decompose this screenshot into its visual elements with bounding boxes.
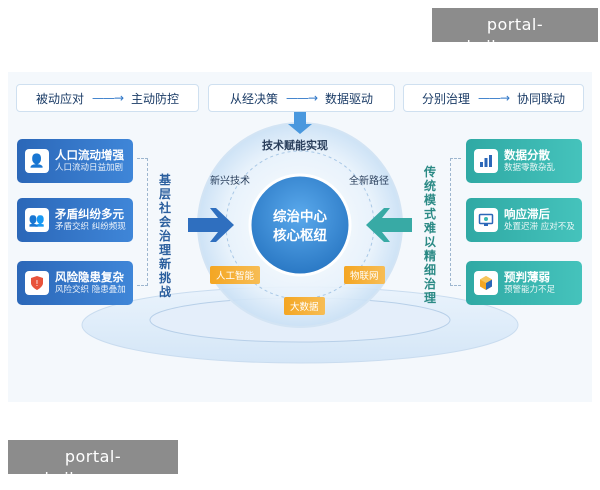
arrow-right-icon: ——→ bbox=[285, 91, 318, 105]
top-bar-2-to: 数据驱动 bbox=[325, 91, 374, 106]
svg-text:!: ! bbox=[35, 279, 38, 288]
person-icon: 👤 bbox=[25, 149, 49, 173]
tag-big-data: 大数据 bbox=[284, 297, 325, 315]
left-card-disputes: 👥 矛盾纠纷多元 矛盾交织 纠纷频现 bbox=[17, 198, 133, 242]
card-title: 人口流动增强 bbox=[55, 148, 124, 162]
card-subtitle: 数据零散杂乱 bbox=[504, 163, 556, 173]
card-subtitle: 处置迟滞 应对不及 bbox=[504, 222, 575, 232]
right-card-data: 数据分散 数据零散杂乱 bbox=[466, 139, 582, 183]
card-subtitle: 矛盾交织 纠纷频现 bbox=[55, 222, 126, 232]
label-new-path: 全新路径 bbox=[349, 176, 389, 187]
center-title: 综治中心 核心枢纽 bbox=[253, 208, 347, 246]
arrow-left-icon bbox=[366, 208, 412, 242]
top-bar-1: 被动应对 ——→ 主动防控 bbox=[16, 84, 199, 112]
bracket-left bbox=[137, 158, 148, 286]
bracket-right bbox=[450, 158, 461, 286]
top-bar-3: 分别治理 ——→ 协同联动 bbox=[403, 84, 584, 112]
card-title: 矛盾纠纷多元 bbox=[55, 207, 124, 221]
card-subtitle: 人口流动日益加剧 bbox=[55, 163, 124, 173]
top-bar-1-to: 主动防控 bbox=[131, 91, 180, 106]
tag-ai: 人工智能 bbox=[210, 266, 261, 284]
people-icon: 👥 bbox=[25, 208, 49, 232]
top-bar-2: 从经决策 ——→ 数据驱动 bbox=[208, 84, 395, 112]
card-title: 响应滞后 bbox=[504, 207, 550, 221]
card-subtitle: 风险交织 隐患叠加 bbox=[55, 285, 126, 295]
arrow-right-icon: ——→ bbox=[477, 91, 510, 105]
left-card-population: 👤 人口流动增强 人口流动日益加剧 bbox=[17, 139, 133, 183]
right-card-prediction: 预判薄弱 预警能力不足 bbox=[466, 261, 582, 305]
vertical-text-right: 传统模式难以精细治理 bbox=[423, 165, 436, 305]
top-bar-2-from: 从经决策 bbox=[229, 91, 278, 106]
arrow-right-icon bbox=[188, 208, 234, 242]
center-title-line2: 核心枢纽 bbox=[273, 228, 327, 244]
tag-iot: 物联网 bbox=[344, 266, 385, 284]
shield-icon: ! bbox=[25, 271, 49, 295]
card-title: 风险隐患复杂 bbox=[55, 270, 124, 284]
arrow-right-icon: ——→ bbox=[91, 91, 124, 105]
vertical-text-left: 基层社会治理新挑战 bbox=[158, 173, 171, 299]
center-title-line1: 综治中心 bbox=[273, 209, 327, 225]
watermark-top: portal-kaibao.com bbox=[432, 8, 598, 56]
card-title: 数据分散 bbox=[504, 148, 550, 162]
left-card-risks: ! 风险隐患复杂 风险交织 隐患叠加 bbox=[17, 261, 133, 305]
data-icon bbox=[474, 149, 498, 173]
top-bar-1-from: 被动应对 bbox=[35, 91, 84, 106]
arrow-down-icon bbox=[288, 112, 312, 134]
top-bar-3-to: 协同联动 bbox=[517, 91, 566, 106]
label-tech-empower: 技术赋能实现 bbox=[262, 139, 328, 152]
right-card-response: 响应滞后 处置迟滞 应对不及 bbox=[466, 198, 582, 242]
top-bar-3-from: 分别治理 bbox=[421, 91, 470, 106]
core-circle bbox=[248, 173, 352, 277]
cube-icon bbox=[474, 271, 498, 295]
watermark-bottom: portal-kaibao.com bbox=[8, 440, 178, 488]
label-new-tech: 新兴技术 bbox=[210, 176, 250, 187]
monitor-icon bbox=[474, 208, 498, 232]
card-subtitle: 预警能力不足 bbox=[504, 285, 556, 295]
card-title: 预判薄弱 bbox=[504, 270, 550, 284]
